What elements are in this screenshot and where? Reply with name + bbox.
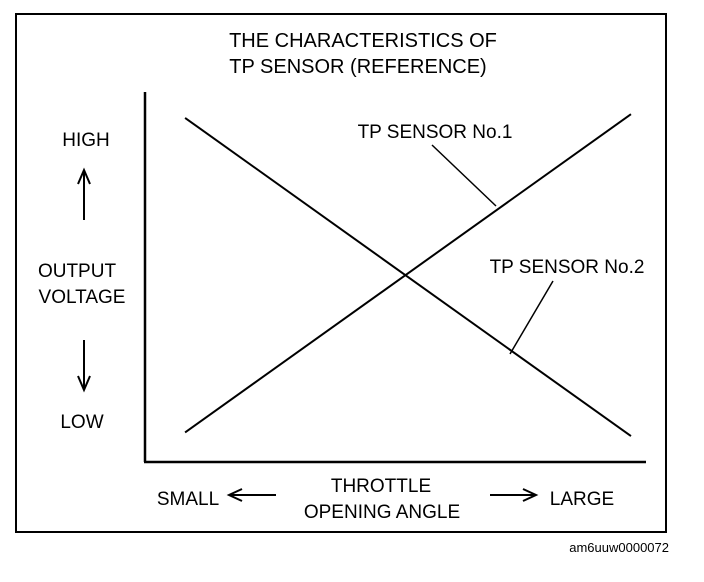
chart-title-line-2: TP SENSOR (REFERENCE) [229,56,486,78]
series-label-tp-sensor-2: TP SENSOR No.2 [490,257,645,278]
x-axis-title-line-2: OPENING ANGLE [304,502,460,523]
figure-frame [15,13,667,533]
y-axis-title-line-2: VOLTAGE [39,287,126,308]
x-large-label: LARGE [550,489,614,510]
y-low-label: LOW [60,412,103,433]
x-small-label: SMALL [157,489,219,510]
series-line-tp-sensor-2 [184,117,632,437]
x-axis-title-line-1: THROTTLE [331,476,431,497]
y-axis-title-line-1: OUTPUT [38,261,117,282]
arrow-right-icon [490,488,539,502]
arrow-down-icon [77,340,91,393]
series-label-tp-sensor-1: TP SENSOR No.1 [358,122,513,143]
figure-code: am6uuw0000072 [569,540,669,555]
arrow-left-icon [226,488,276,502]
chart-title-line-1: THE CHARACTERISTICS OF [229,30,497,52]
y-high-label: HIGH [62,130,110,151]
leader-line-tp-sensor-1 [431,144,497,207]
series-line-tp-sensor-1 [184,113,632,434]
arrow-up-icon [77,167,91,220]
leader-line-tp-sensor-2 [509,280,554,355]
